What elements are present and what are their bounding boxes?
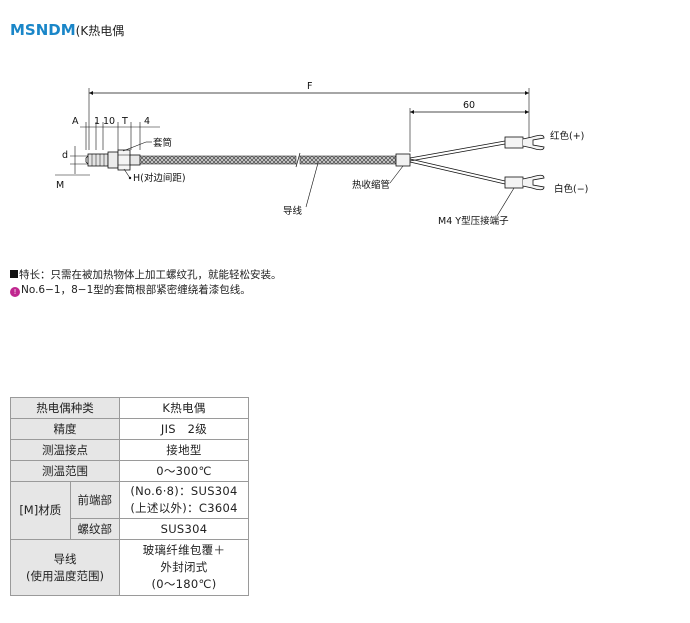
- svg-text:红色(+): 红色(+): [550, 130, 584, 142]
- accuracy-label: 精度: [10, 418, 120, 440]
- y-terminal-white: [504, 174, 545, 191]
- svg-text:套筒: 套筒: [153, 137, 172, 149]
- wire-label: 导线 (使用温度范围): [10, 539, 120, 596]
- label-white: 白色(−): [554, 183, 588, 195]
- dim-M-label: M: [56, 180, 64, 191]
- dim-A-label: A: [72, 116, 79, 127]
- dim-60-label: 60: [463, 100, 475, 111]
- dim-d-label: d: [62, 150, 68, 161]
- lead-wires: [409, 140, 506, 185]
- svg-text:导线: 导线: [283, 205, 303, 217]
- shrink-tube: [395, 153, 411, 167]
- label-red: 红色(+): [550, 130, 584, 142]
- range-value: 0～300℃: [119, 460, 249, 482]
- spec-table: 热电偶种类 K热电偶 精度 JIS 2级 测温接点 接地型 测温范围 0～300…: [10, 397, 249, 596]
- front-label: 前端部: [69, 481, 121, 519]
- notes: 特长：只需在被加热物体上加工螺纹孔，就能轻松安装。 !No.6−1，8−1型的套…: [10, 268, 282, 298]
- svg-text:H(对边间距): H(对边间距): [133, 172, 186, 184]
- table-row: 精度 JIS 2级: [10, 418, 249, 440]
- caution-note: !No.6−1，8−1型的套筒根部紧密缠绕着漆包线。: [10, 283, 282, 298]
- wire-value: 玻璃纤维包覆＋ 外封闭式 (0～180℃): [119, 539, 249, 596]
- front-value: (No.6·8)：SUS304 (上述以外)：C3604: [119, 481, 249, 519]
- model-subtitle: (K热电偶: [75, 24, 125, 38]
- model-code: MSNDM: [10, 21, 76, 39]
- caution-mark-icon: !: [10, 287, 20, 297]
- label-shrink-tube: 热收缩管: [352, 165, 404, 191]
- material-label: [M]材质: [10, 481, 71, 540]
- dim-10-label: 10: [103, 116, 115, 127]
- dimension-60: 60: [409, 100, 529, 152]
- dim-T-label: T: [121, 116, 128, 127]
- table-row: 测温接点 接地型: [10, 439, 249, 461]
- feature-note: 特长：只需在被加热物体上加工螺纹孔，就能轻松安装。: [10, 268, 282, 283]
- thread-value: SUS304: [119, 518, 249, 540]
- junction-label: 测温接点: [10, 439, 120, 461]
- range-label: 测温范围: [10, 460, 120, 482]
- table-row: 测温范围 0～300℃: [10, 460, 249, 482]
- table-row: [M]材质 前端部 (No.6·8)：SUS304 (上述以外)：C3604: [10, 481, 249, 540]
- dim-4-label: 4: [144, 116, 150, 127]
- svg-text:热收缩管: 热收缩管: [352, 179, 390, 191]
- label-sleeve: 套筒: [122, 137, 172, 152]
- dimension-diameter: d M: [55, 146, 90, 191]
- square-bullet-icon: [10, 270, 18, 278]
- y-terminal-red: [504, 134, 545, 151]
- dimension-head: A 1 10 T 4: [72, 116, 160, 150]
- table-row: 热电偶种类 K热电偶: [10, 397, 249, 419]
- svg-text:白色(−): 白色(−): [554, 183, 588, 195]
- table-row: 导线 (使用温度范围) 玻璃纤维包覆＋ 外封闭式 (0～180℃): [10, 539, 249, 596]
- type-label: 热电偶种类: [10, 397, 120, 419]
- thermocouple-drawing: F 60 A 1 10 T 4 d M: [55, 81, 588, 227]
- braided-wire: [139, 152, 397, 168]
- type-value: K热电偶: [119, 397, 249, 419]
- junction-value: 接地型: [119, 439, 249, 461]
- thread-label: 螺纹部: [69, 518, 121, 540]
- dimension-F: F: [88, 81, 530, 150]
- label-terminal: M4 Y型压接端子: [438, 187, 515, 227]
- label-wire: 导线: [283, 162, 319, 217]
- page-title: MSNDM(K热电偶: [10, 20, 124, 39]
- dim-F-label: F: [307, 81, 312, 92]
- dim-1-label: 1: [94, 116, 100, 127]
- accuracy-value: JIS 2级: [119, 418, 249, 440]
- label-H: H(对边间距): [123, 168, 186, 184]
- probe-body: [85, 149, 141, 171]
- svg-text:M4 Y型压接端子: M4 Y型压接端子: [438, 215, 509, 227]
